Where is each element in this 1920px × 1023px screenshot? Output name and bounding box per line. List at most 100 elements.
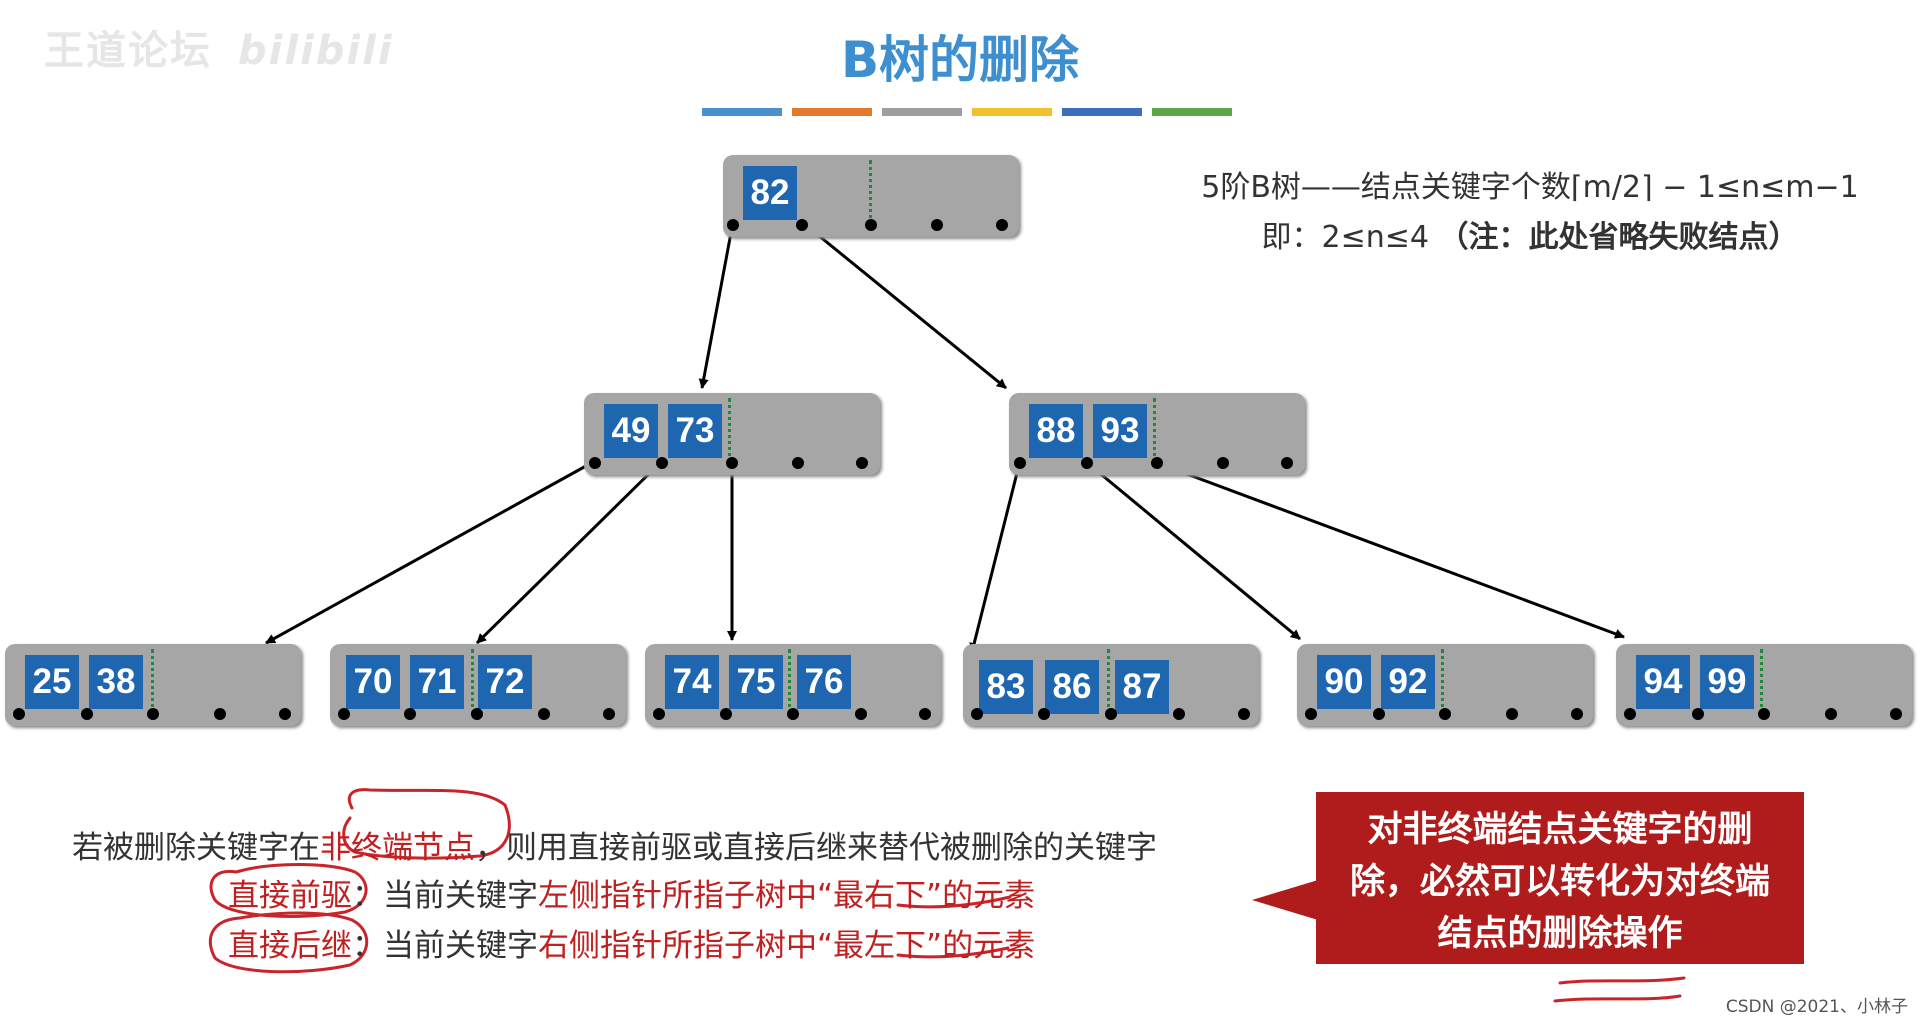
pointer-dot [919, 708, 931, 720]
ink-underline-rightmost [896, 895, 1012, 909]
predecessor-c: “最右下” [817, 878, 943, 914]
successor-a: ：当前关键字 [352, 928, 538, 964]
watermark-left: 王道论坛 [44, 28, 212, 74]
pointer-dot [656, 457, 668, 469]
ink-circle-nonterminal [342, 788, 511, 860]
btree-key: 94 [1636, 655, 1690, 709]
pointer-dot [1692, 708, 1704, 720]
pointer-dot [538, 708, 550, 720]
pointer-dot [727, 219, 739, 231]
color-bar-3 [882, 108, 962, 116]
btree-node-level2-right: 88 93 [1009, 393, 1305, 475]
color-bar-5 [1062, 108, 1142, 116]
edge-root-right [801, 220, 1007, 390]
pointer-dot [1624, 708, 1636, 720]
btree-leaf-6: 94 99 [1616, 644, 1912, 726]
btree-leaf-5: 90 92 [1297, 644, 1593, 726]
btree-key: 70 [346, 655, 400, 709]
color-bar-6 [1152, 108, 1232, 116]
callout-line-2: 除，必然可以转化为对终端 [1349, 862, 1770, 902]
page-title: B树的删除 [840, 31, 1080, 89]
btree-leaf-1: 25 38 [5, 644, 301, 726]
ink-circle-pred [209, 863, 368, 918]
node-separator [869, 160, 872, 226]
pointer-dot [792, 457, 804, 469]
edge-l2b-leaf6 [1151, 459, 1625, 639]
pointer-dot [1173, 708, 1185, 720]
pointer-dot [787, 708, 799, 720]
successor-c: “最左下” [817, 928, 943, 964]
color-bar-1 [702, 108, 782, 116]
credit-watermark: CSDN @2021、小林子 [1725, 997, 1908, 1017]
pointer-dot [1151, 457, 1163, 469]
pointer-dot [856, 457, 868, 469]
pointer-dot [1373, 708, 1385, 720]
btree-order-note: 5阶B树——结点关键字个数⌈m/2⌉ − 1≤n≤m−1 即：2≤n≤4 （注：… [1160, 162, 1900, 256]
edge-l2b-leaf4 [969, 460, 1022, 653]
pointer-dot [931, 219, 943, 231]
pointer-dot [1571, 708, 1583, 720]
btree-key: 87 [1115, 660, 1169, 714]
pointer-dot [471, 708, 483, 720]
pointer-dot [1038, 708, 1050, 720]
pointer-dot [1105, 708, 1117, 720]
btree-leaf-2: 70 71 72 [330, 644, 626, 726]
node-separator [151, 649, 154, 715]
watermark-right: bilibili [238, 28, 394, 74]
node-separator [1107, 649, 1110, 715]
node-separator [1760, 649, 1763, 715]
btree-root-node: 82 [723, 155, 1019, 237]
pointer-dot [1825, 708, 1837, 720]
btree-node-level2-left: 49 73 [584, 393, 880, 475]
predecessor-d: 的元素 [942, 878, 1036, 914]
btree-key: 74 [665, 655, 719, 709]
pointer-dot [971, 708, 983, 720]
rule-successor: 直接后继：当前关键字右侧指针所指子树中“最左下”的元素 [228, 920, 1035, 965]
successor-label: 直接后继 [228, 928, 352, 964]
pointer-dot [1014, 457, 1026, 469]
btree-key: 76 [797, 655, 851, 709]
rule-line-1-b: 非终端节点 [320, 830, 475, 866]
btree-key: 82 [743, 166, 797, 220]
note-line-1: 5阶B树——结点关键字个数⌈m/2⌉ − 1≤n≤m−1 [1201, 170, 1859, 205]
successor-b: 右侧指针所指子树中 [538, 928, 817, 964]
btree-key: 75 [729, 655, 783, 709]
pointer-dot [1305, 708, 1317, 720]
btree-leaf-3: 74 75 76 [645, 644, 941, 726]
callout-box: 对非终端结点关键字的删 除，必然可以转化为对终端 结点的删除操作 [1316, 792, 1804, 964]
watermark: 王道论坛 bilibili [44, 18, 394, 76]
btree-key: 38 [89, 655, 143, 709]
edge-l2b-leaf5 [1084, 459, 1301, 641]
node-separator [1153, 398, 1156, 464]
node-separator [728, 398, 731, 464]
ink-underline-callout-a [1558, 976, 1686, 985]
pointer-dot [603, 708, 615, 720]
pointer-dot [1238, 708, 1250, 720]
rule-predecessor: 直接前驱：当前关键字左侧指针所指子树中“最右下”的元素 [228, 870, 1035, 915]
predecessor-b: 左侧指针所指子树中 [538, 878, 817, 914]
btree-key: 90 [1317, 655, 1371, 709]
pointer-dot [720, 708, 732, 720]
ink-underline-leftmost [896, 946, 1010, 959]
btree-key: 73 [668, 404, 722, 458]
predecessor-label: 直接前驱 [228, 878, 352, 914]
ink-underline-callout-b [1553, 994, 1682, 1003]
btree-leaf-4: 83 86 87 [963, 644, 1259, 726]
btree-key: 92 [1381, 655, 1435, 709]
pointer-dot [865, 219, 877, 231]
pointer-dot [81, 708, 93, 720]
pointer-dot [338, 708, 350, 720]
pointer-dot [796, 219, 808, 231]
edge-l2a-leaf1 [265, 459, 596, 645]
btree-key: 71 [410, 655, 464, 709]
node-separator [471, 649, 474, 715]
edge-l2a-leaf2 [475, 459, 664, 645]
btree-key: 86 [1045, 660, 1099, 714]
pointer-dot [1439, 708, 1451, 720]
callout-line-1: 对非终端结点关键字的删 [1367, 810, 1753, 850]
callout-pointer [1252, 880, 1318, 920]
callout-line-3: 结点的删除操作 [1437, 914, 1683, 954]
pointer-dot [996, 219, 1008, 231]
node-separator [788, 649, 791, 715]
pointer-dot [214, 708, 226, 720]
